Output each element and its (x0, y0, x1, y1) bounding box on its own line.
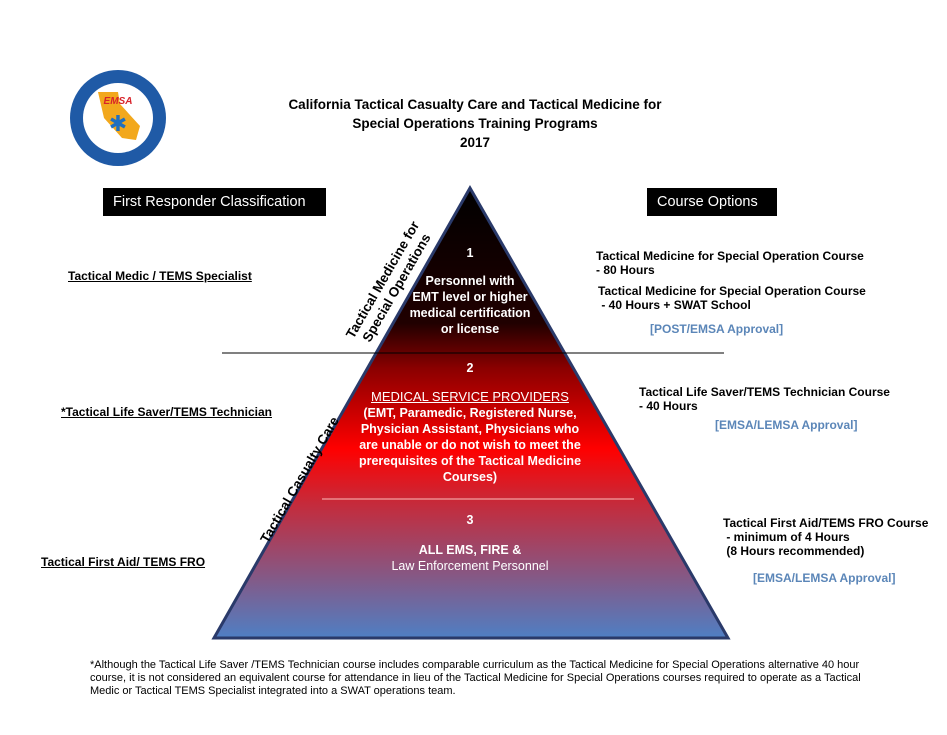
tier-text: Personnel with (425, 274, 515, 288)
tier-1: 1 Personnel with EMT level or higher med… (395, 245, 545, 337)
tier-text: Physician Assistant, Physicians who (360, 422, 580, 436)
approval-emsa-lemsa-1: [EMSA/LEMSA Approval] (715, 418, 858, 432)
title-line: Special Operations Training Programs (352, 116, 598, 131)
tier-2: 2 MEDICAL SERVICE PROVIDERS (EMT, Parame… (345, 360, 595, 485)
tier-text: ALL EMS, FIRE & (418, 543, 522, 557)
approval-post-emsa: [POST/EMSA Approval] (650, 322, 784, 336)
course-text: Tactical Medicine for Special Operation … (596, 249, 864, 263)
emsa-logo: EMSA ✱ (70, 70, 166, 166)
tier-heading: MEDICAL SERVICE PROVIDERS (371, 389, 569, 404)
footnote: *Although the Tactical Life Saver /TEMS … (90, 659, 861, 697)
tier-3: 3 ALL EMS, FIRE & Law Enforcement Person… (345, 512, 595, 574)
tier-number: 3 (466, 513, 474, 527)
svg-text:EMSA: EMSA (104, 96, 133, 107)
header-course-options: Course Options (647, 188, 777, 216)
course-text: - minimum of 4 Hours (723, 530, 850, 544)
svg-text:✱: ✱ (109, 111, 127, 136)
course-tms-40: Tactical Medicine for Special Operation … (598, 284, 866, 312)
title-line: California Tactical Casualty Care and Ta… (288, 97, 662, 112)
course-tfa: Tactical First Aid/TEMS FRO Course - min… (723, 516, 928, 558)
tier-number: 2 (466, 361, 474, 375)
course-text: Tactical Life Saver/TEMS Technician Cour… (639, 385, 890, 399)
course-text: - 80 Hours (596, 263, 655, 277)
course-tls: Tactical Life Saver/TEMS Technician Cour… (639, 385, 890, 413)
course-text: Tactical First Aid/TEMS FRO Course (723, 516, 929, 530)
tier-text: (EMT, Paramedic, Registered Nurse, (363, 406, 577, 420)
tier-text: EMT level or higher (412, 290, 528, 304)
title-year: 2017 (459, 135, 491, 150)
pyramid (211, 184, 731, 640)
classification-tactical-medic: Tactical Medic / TEMS Specialist (68, 269, 252, 283)
header-first-responder: First Responder Classification (103, 188, 326, 216)
course-text: - 40 Hours + SWAT School (598, 298, 751, 312)
tier-text: prerequisites of the Tactical Medicine (358, 454, 582, 468)
course-text: - 40 Hours (639, 399, 698, 413)
course-tms-80: Tactical Medicine for Special Operation … (596, 249, 864, 277)
tier-number: 1 (466, 246, 474, 260)
classification-life-saver: *Tactical Life Saver/TEMS Technician (61, 405, 272, 419)
course-text: (8 Hours recommended) (723, 544, 865, 558)
tier-text: Law Enforcement Personnel (391, 559, 549, 573)
page-title: California Tactical Casualty Care and Ta… (230, 95, 720, 152)
tier-text: medical certification (409, 306, 531, 320)
tier-text: Courses) (442, 470, 498, 484)
approval-emsa-lemsa-2: [EMSA/LEMSA Approval] (753, 571, 896, 585)
course-text: Tactical Medicine for Special Operation … (598, 284, 866, 298)
classification-first-aid: Tactical First Aid/ TEMS FRO (41, 555, 206, 569)
tier-text: or license (440, 322, 500, 336)
tier-text: are unable or do not wish to meet the (359, 438, 581, 452)
